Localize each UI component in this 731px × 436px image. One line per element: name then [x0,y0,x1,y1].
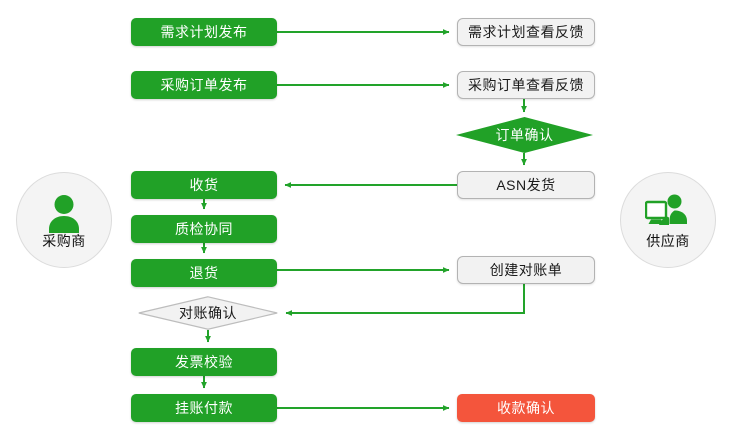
node-create-reconciliation[interactable]: 创建对账单 [457,256,595,284]
node-label: 需求计划查看反馈 [468,24,584,40]
diamond-shape [456,117,593,153]
node-return-goods[interactable]: 退货 [131,259,277,287]
node-label: 订单确认 [495,127,554,143]
node-label: 需求计划发布 [160,24,248,40]
node-label: 质检协同 [175,221,233,237]
node-reconciliation-confirm[interactable]: 对账确认 [138,296,278,330]
person-icon [49,194,79,233]
node-label: 采购订单查看反馈 [468,77,584,93]
diamond-shape [138,296,278,330]
actor-buyer[interactable]: 采购商 [16,172,112,268]
node-invoice-verification[interactable]: 发票校验 [131,348,277,376]
node-quality-collaboration[interactable]: 质检协同 [131,215,277,243]
node-receipt-confirm[interactable]: 收款确认 [457,394,595,422]
node-payable-payment[interactable]: 挂账付款 [131,394,277,422]
node-label: 发票校验 [175,354,233,370]
node-label: 挂账付款 [175,400,233,416]
node-label: 创建对账单 [489,262,563,278]
person-with-computer-icon [645,194,687,225]
node-purchase-order-publish[interactable]: 采购订单发布 [131,71,277,99]
node-asn-shipment[interactable]: ASN发货 [457,171,595,199]
node-label: 对账确认 [179,305,237,321]
actor-label: 采购商 [42,232,86,249]
node-label: 采购订单发布 [160,77,248,93]
node-label: 收货 [189,177,219,193]
node-goods-receipt[interactable]: 收货 [131,171,277,199]
node-label: ASN发货 [496,177,556,193]
actor-label: 供应商 [646,232,690,249]
node-label: 退货 [189,265,219,281]
node-label: 收款确认 [497,400,555,416]
node-demand-plan-feedback[interactable]: 需求计划查看反馈 [457,18,595,46]
node-order-confirm[interactable]: 订单确认 [456,117,593,153]
node-purchase-order-feedback[interactable]: 采购订单查看反馈 [457,71,595,99]
actor-supplier[interactable]: 供应商 [620,172,716,268]
edge-create-recon-to-confirm [285,284,525,317]
node-demand-plan-publish[interactable]: 需求计划发布 [131,18,277,46]
